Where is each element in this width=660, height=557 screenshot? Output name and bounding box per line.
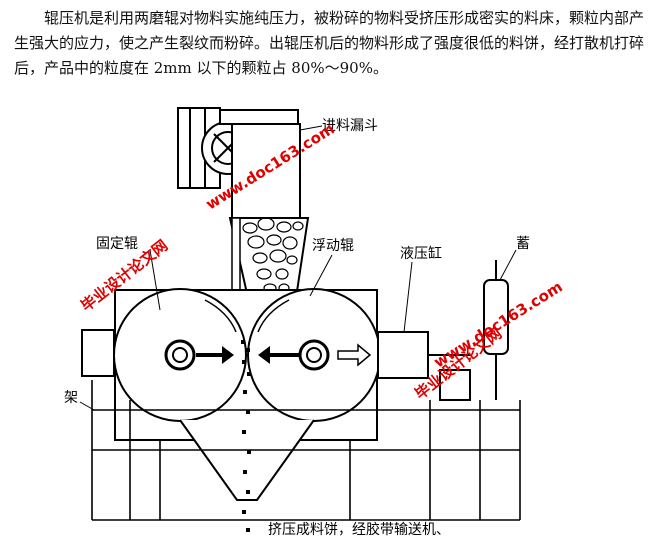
label-fixed-roll: 固定辊: [96, 236, 138, 252]
roller-press-diagram: 进料漏斗 固定辊 浮动辊 液压缸 蓄 架 挤压成料饼，经胶带输送机、 www.d…: [64, 107, 566, 538]
label-accumulator: 蓄: [516, 236, 530, 252]
material-gravel: [242, 217, 304, 293]
float-arrow: [337, 343, 372, 367]
frame: [91, 380, 521, 521]
body-paragraph: 辊压机是利用两磨辊对物料实施纯压力，被粉碎的物料受挤压形成密实的料床，颗粒内部产…: [14, 9, 645, 77]
label-output: 挤压成料饼，经胶带输送机、: [268, 521, 450, 538]
falling-cake: [241, 340, 251, 532]
label-cylinder: 液压缸: [400, 245, 442, 262]
press-arrow-left: [196, 346, 234, 364]
label-frame: 架: [64, 390, 78, 406]
hydraulic-cylinder: [377, 331, 429, 379]
press-arrow-right: [258, 346, 300, 364]
label-floating-roll: 浮动辊: [312, 238, 354, 254]
label-hopper: 进料漏斗: [322, 118, 378, 134]
